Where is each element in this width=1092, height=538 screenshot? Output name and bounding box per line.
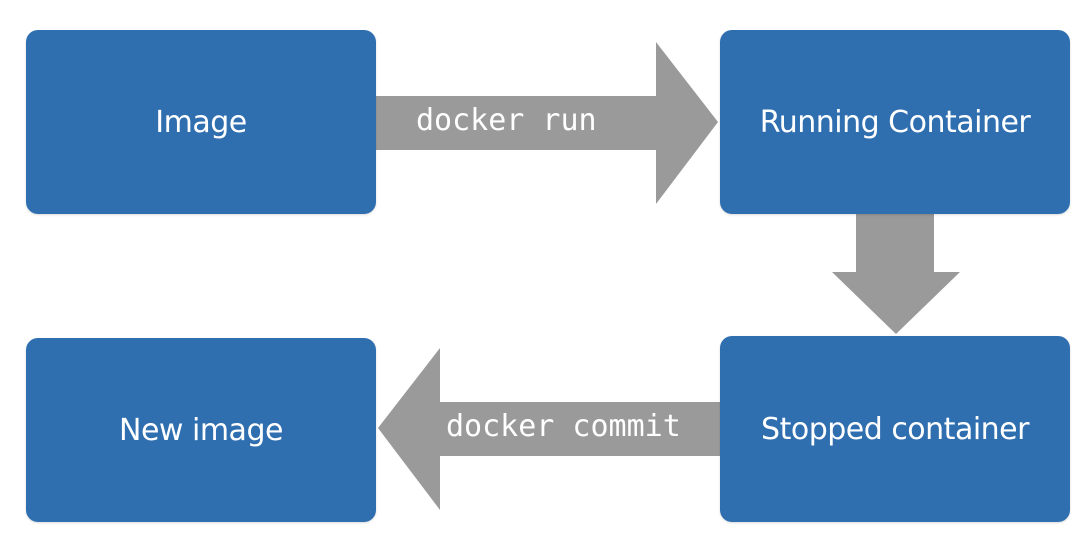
image-node-label: Image bbox=[155, 104, 247, 140]
docker-run-arrow bbox=[376, 42, 718, 204]
image-node: Image bbox=[26, 30, 376, 214]
docker-commit-arrow bbox=[378, 348, 720, 510]
new-image-node: New image bbox=[26, 338, 376, 522]
running-container-node: Running Container bbox=[720, 30, 1070, 214]
stop-down-arrow bbox=[832, 214, 960, 334]
docker-commit-label: docker commit bbox=[446, 409, 681, 444]
stopped-container-node: Stopped container bbox=[720, 336, 1070, 522]
docker-run-label: docker run bbox=[416, 103, 597, 138]
new-image-node-label: New image bbox=[119, 412, 283, 448]
stopped-container-node-label: Stopped container bbox=[761, 411, 1029, 447]
running-container-node-label: Running Container bbox=[759, 104, 1031, 140]
